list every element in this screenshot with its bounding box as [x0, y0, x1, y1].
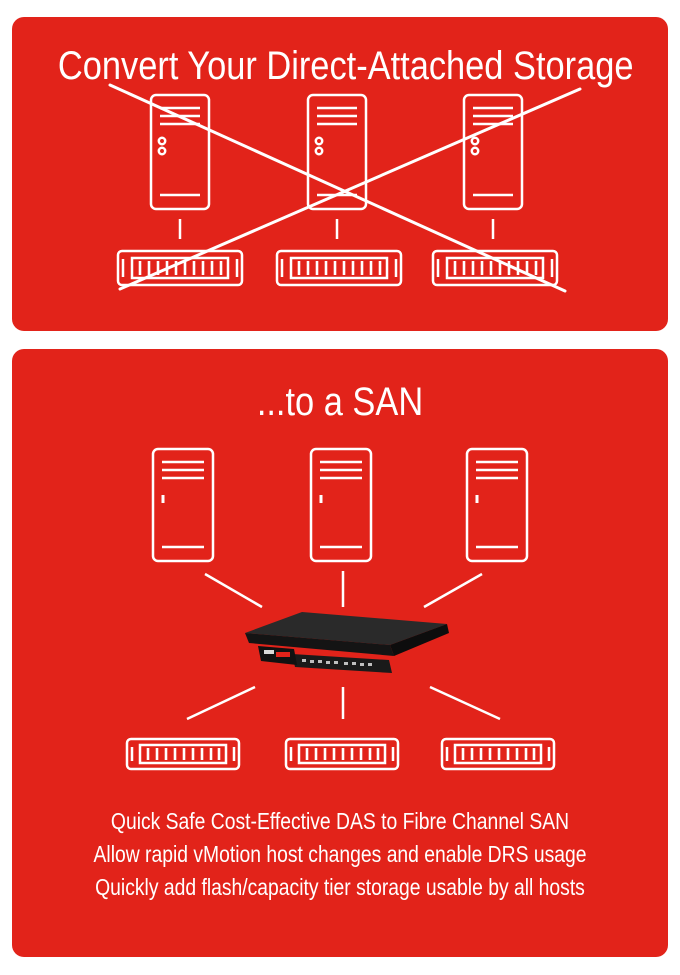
- das-panel: Convert Your Direct-Attached Storage: [12, 17, 668, 331]
- san-array-left: [125, 737, 241, 771]
- benefit-captions: Quick Safe Cost-Effective DAS to Fibre C…: [12, 805, 668, 904]
- san-array-center: [284, 737, 400, 771]
- das-connectors: [178, 219, 495, 239]
- das-title: Convert Your Direct-Attached Storage: [57, 44, 634, 88]
- san-diagram: [125, 447, 556, 771]
- san-server-center: [309, 447, 373, 563]
- san-server-right: [465, 447, 529, 563]
- das-array-center: [275, 249, 403, 287]
- san-server-left: [151, 447, 215, 563]
- cross-out-mark: [108, 83, 582, 293]
- san-title: ...to a SAN: [256, 380, 424, 424]
- das-server-right: [462, 93, 524, 211]
- san-appliance: [245, 612, 449, 673]
- das-server-left: [149, 93, 211, 211]
- das-array-left: [116, 249, 244, 287]
- das-server-center: [306, 93, 368, 211]
- caption-line-2: Allow rapid vMotion host changes and ena…: [93, 841, 587, 867]
- san-links: [186, 571, 501, 721]
- san-panel: ...to a SAN Quick Safe Cost-Effective DA…: [12, 349, 668, 957]
- san-array-right: [440, 737, 556, 771]
- das-diagram: [108, 83, 582, 293]
- caption-line-3: Quickly add flash/capacity tier storage …: [95, 874, 585, 900]
- caption-line-1: Quick Safe Cost-Effective DAS to Fibre C…: [110, 808, 570, 834]
